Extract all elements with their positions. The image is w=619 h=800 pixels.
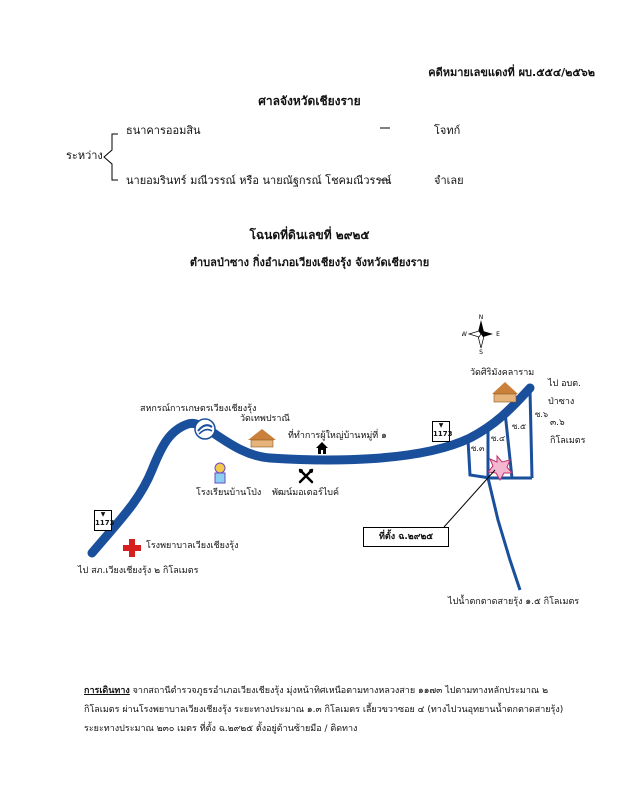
directions-lead: การเดินทาง: [84, 686, 130, 696]
route-shield-1173-east: ▼1173: [432, 421, 453, 442]
plaintiff-name: ธนาคารออมสิน: [126, 124, 201, 137]
temple-icon: [248, 429, 276, 448]
label-village-head: ที่ทำการผู้ใหญ่บ้านหมู่ที่ ๑: [288, 431, 387, 441]
label-to-district: ไป สภ.เวียงเชียงรุ้ง ๒ กิโลเมตร: [78, 566, 199, 576]
compass-e: E: [496, 331, 500, 338]
defendant-role: จำเลย: [434, 174, 464, 187]
label-soi-4: ซ.๔: [491, 434, 506, 443]
soi-road-6: [528, 389, 534, 479]
label-soi-6: ซ.๖: [535, 410, 549, 419]
waterfall-road: [486, 477, 522, 591]
compass-w: W: [462, 331, 467, 338]
label-to-obt-1: ไป อบต.: [548, 379, 581, 389]
label-cooperative: สหกรณ์การเกษตรเวียงเชียงรุ้ง: [140, 404, 257, 414]
case-number: คดีหมายเลขแดงที่ ผบ.๕๕๔/๒๕๖๒: [428, 66, 595, 79]
soi-road-5: [503, 411, 514, 479]
label-temple-siri: วัดศิริมังคลาราม: [470, 368, 535, 378]
plaintiff-role: โจทก์: [434, 124, 461, 137]
compass-s: S: [479, 349, 483, 354]
cooperative-icon: [194, 418, 216, 440]
court-name: ศาลจังหวัดเชียงราย: [258, 94, 361, 108]
label-school: โรงเรียนบ้านโป่ง: [196, 488, 262, 498]
site-pointer-line: [443, 469, 496, 528]
label-soi-5: ซ.๕: [512, 422, 527, 431]
temple-siri-icon: [492, 382, 518, 403]
main-road: [87, 383, 535, 558]
site-label-box: ที่ตั้ง ฉ.๒๙๒๕: [363, 527, 449, 547]
directions-paragraph: การเดินทาง จากสถานีตำรวจภูธรอำเภอเวียงเช…: [84, 682, 574, 739]
route-number: 1173: [433, 430, 453, 438]
route-shield-1173-south: ▼1173: [94, 510, 115, 531]
label-hospital: โรงพยาบาลเวียงเชียงรุ้ง: [146, 541, 239, 551]
house-icon: [316, 442, 328, 454]
directions-text: จากสถานีตำรวจภูธรอำเภอเวียงเชียงรุ้ง มุ่…: [84, 686, 564, 734]
route-number: 1173: [95, 519, 115, 527]
label-temple-thep: วัดเทพปราณี: [240, 414, 290, 424]
label-mechanic: พัฒน์มอเตอร์ไบค์: [272, 488, 339, 498]
label-to-obt-2: ป่าซาง: [548, 397, 575, 407]
compass-icon: N S W E: [462, 314, 500, 354]
deed-title: โฉนดที่ดินเลขที่ ๒๙๒๕: [249, 228, 370, 242]
soi-road-3: [466, 439, 491, 480]
school-icon: [214, 462, 226, 484]
defendant-name: นายอมรินทร์ มณีวรรณ์ หรือ นายณัฐกรณ์ โชค…: [126, 174, 392, 187]
label-km: กิโลเมตร: [550, 436, 586, 446]
site-marker: [487, 454, 514, 482]
compass-n: N: [479, 314, 484, 321]
hospital-cross-icon: [123, 539, 141, 557]
between-label: ระหว่าง: [66, 149, 103, 162]
deed-location: ตำบลป่าซาง กิ่งอำเภอเวียงเชียงรุ้ง จังหว…: [189, 256, 430, 269]
wrench-icon: [298, 468, 314, 484]
label-to-waterfall: ไปน้ำตกตาดสายรุ้ง ๑.๕ กิโลเมตร: [448, 597, 580, 607]
label-soi-3: ซ.๓: [471, 444, 485, 453]
label-distance-3-6: ๓.๖: [550, 418, 565, 428]
